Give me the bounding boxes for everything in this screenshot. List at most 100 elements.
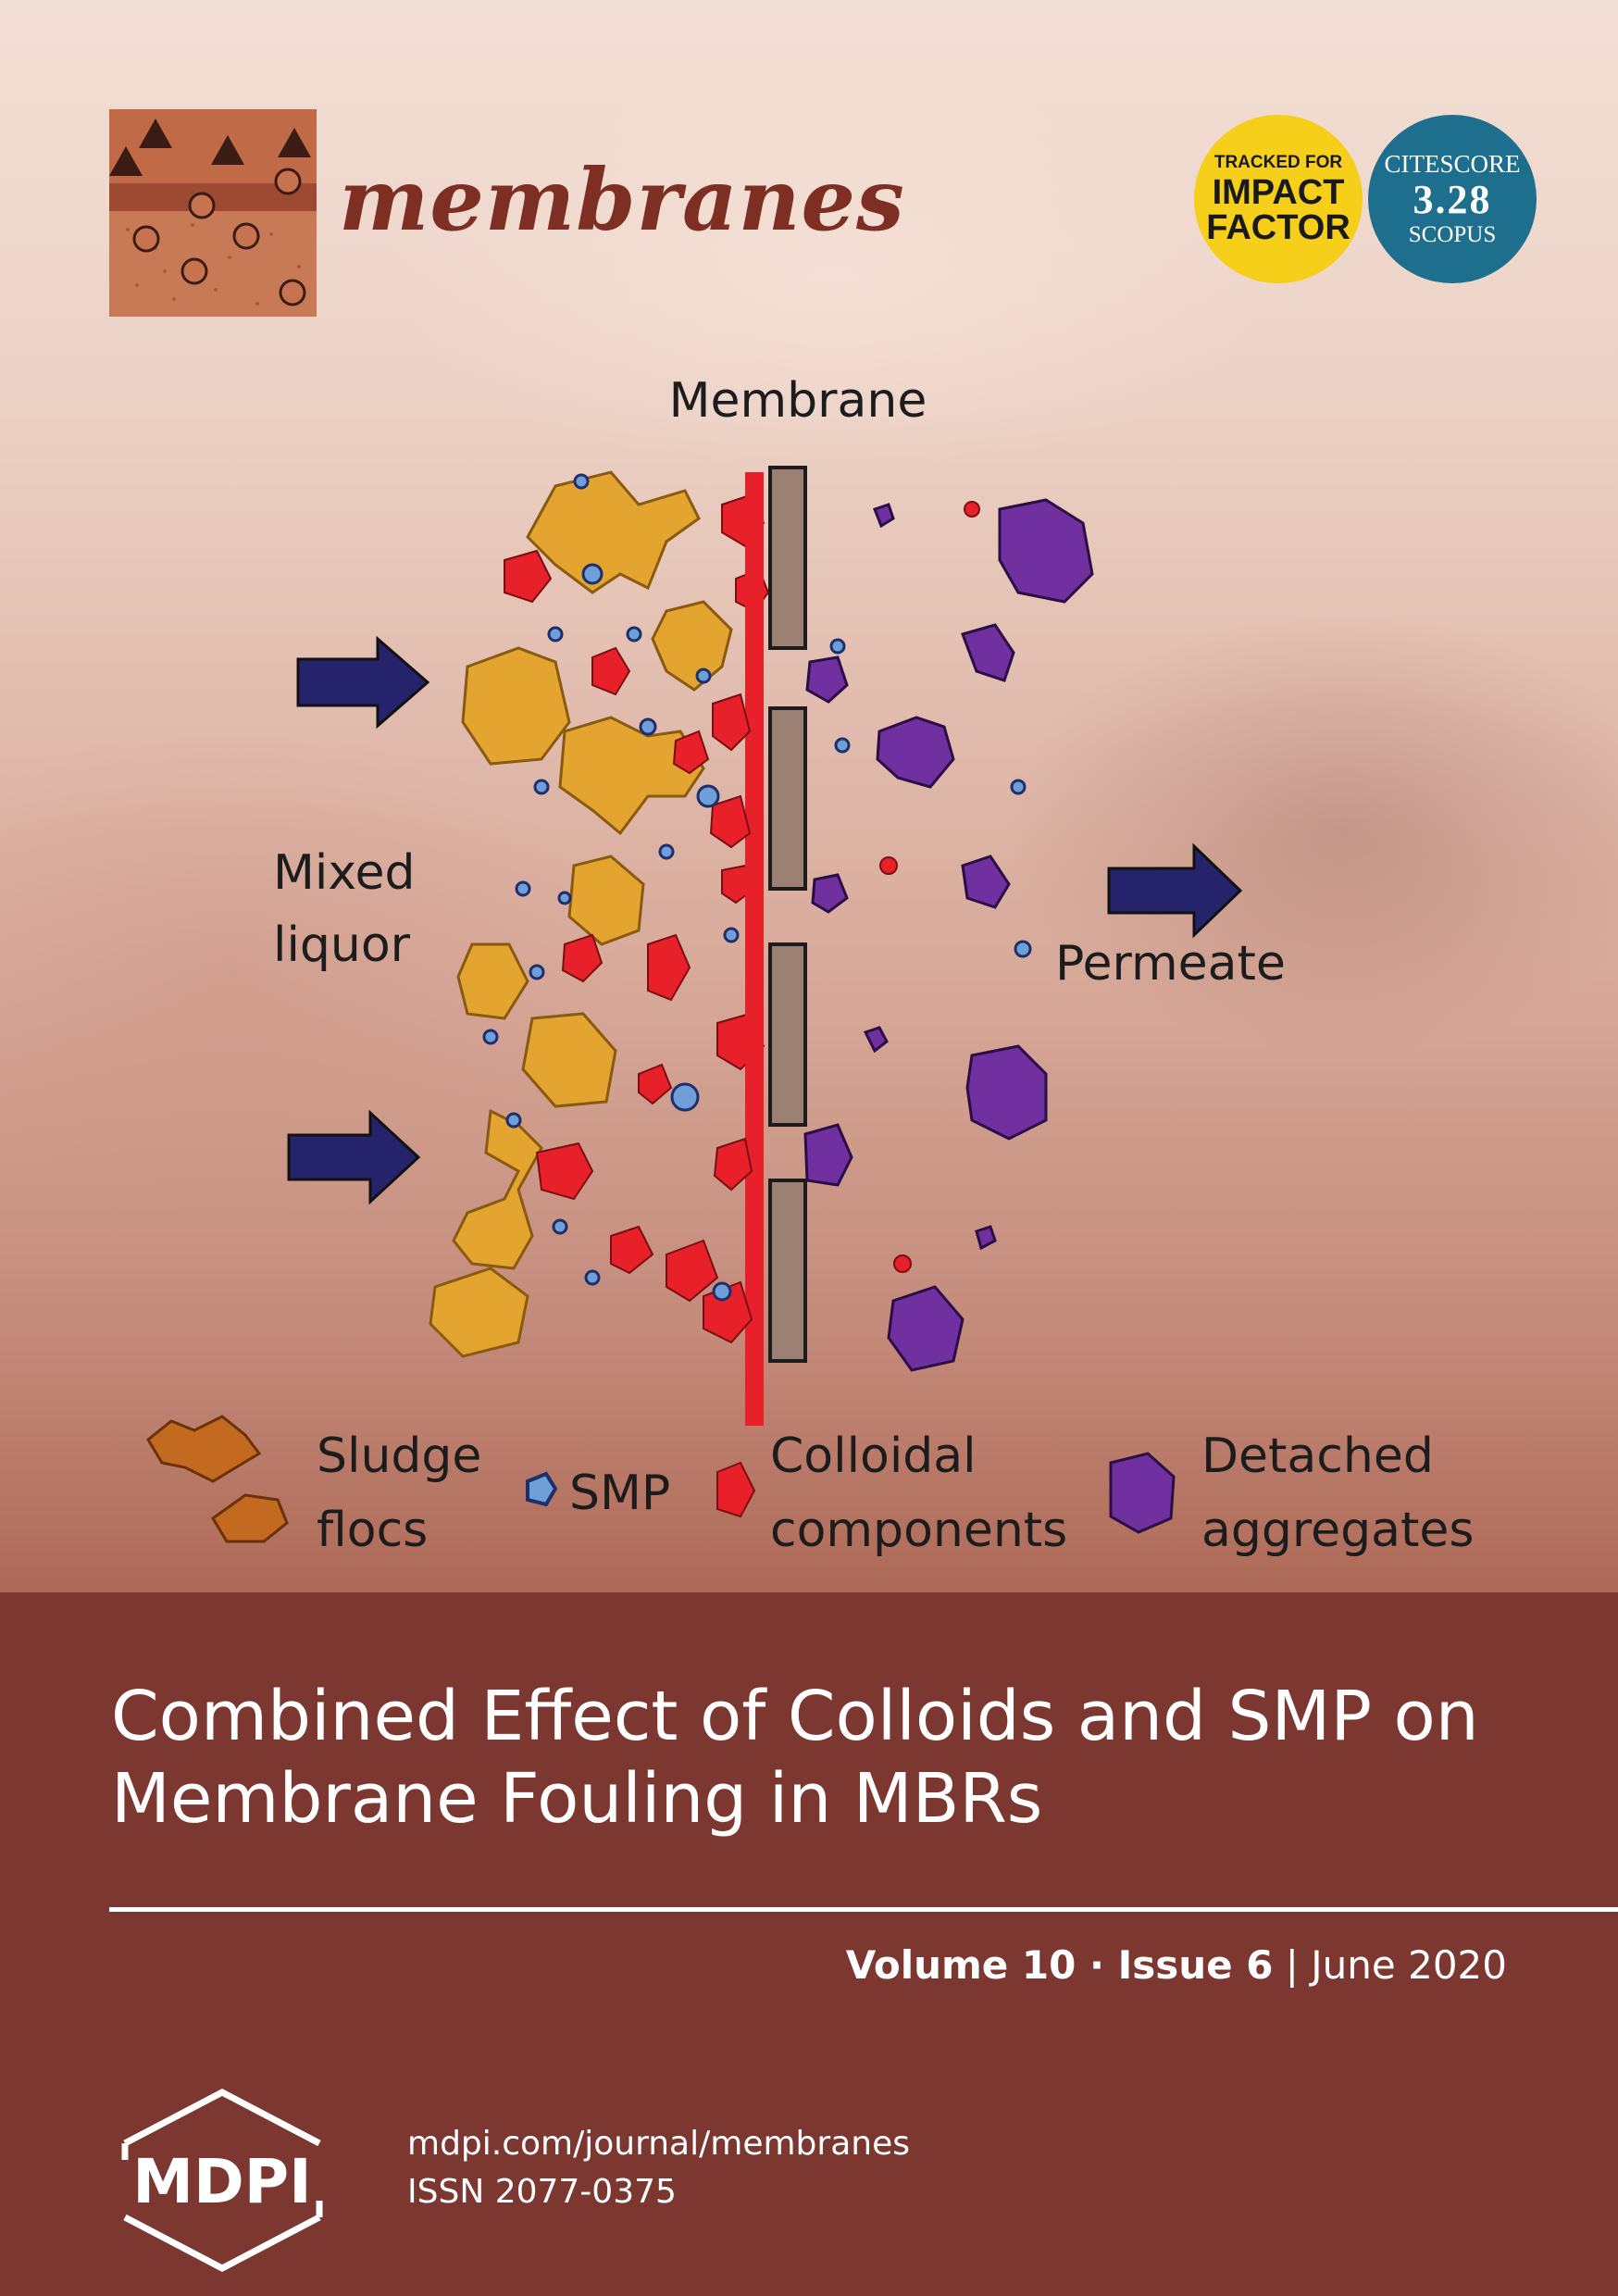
smp-particle bbox=[834, 737, 851, 754]
colloidal-particle bbox=[672, 730, 710, 775]
smp-particle bbox=[723, 927, 740, 943]
permeate-label: Permeate bbox=[1055, 936, 1286, 992]
legend-detached-line1: Detached bbox=[1201, 1429, 1434, 1484]
citescore-value: 3.28 bbox=[1413, 176, 1492, 222]
membrane-segments bbox=[768, 466, 807, 1363]
detached-aggregate bbox=[965, 1044, 1048, 1141]
mdpi-logo-text: MDPI bbox=[132, 2146, 311, 2217]
impact-factor-badge: TRACKED FOR IMPACT FACTOR bbox=[1194, 115, 1363, 283]
issue-separator: · bbox=[1076, 1942, 1118, 1988]
detached-aggregates bbox=[803, 498, 1094, 1372]
issn: ISSN 2077-0375 bbox=[407, 2173, 677, 2212]
smp-particle bbox=[533, 779, 550, 795]
smp-particle bbox=[547, 626, 564, 643]
colloidal-particle bbox=[504, 549, 553, 604]
journal-logo-icon bbox=[109, 109, 317, 317]
smp-particle bbox=[573, 473, 590, 490]
smp-particle bbox=[712, 1281, 732, 1302]
inflow-arrow-bottom-icon bbox=[287, 1109, 421, 1205]
legend-smp-icon bbox=[526, 1471, 558, 1507]
colloidal-particle bbox=[591, 646, 631, 696]
impact-small-label: TRACKED FOR bbox=[1214, 152, 1343, 172]
citescore-badge: CITESCORE 3.28 SCOPUS bbox=[1368, 115, 1537, 283]
impact-line1: IMPACT bbox=[1212, 172, 1345, 212]
sludge-floc bbox=[429, 1267, 529, 1358]
smp-particle bbox=[1014, 940, 1032, 958]
sludge-floc bbox=[526, 470, 701, 594]
legend-detached-icon bbox=[1109, 1452, 1176, 1534]
sludge-floc bbox=[558, 716, 705, 836]
legend-sludge-line1: Sludge bbox=[317, 1429, 481, 1484]
citescore-source: SCOPUS bbox=[1408, 222, 1497, 248]
detached-aggregate bbox=[876, 716, 955, 789]
legend-colloidal-line1: Colloidal bbox=[770, 1429, 977, 1484]
detached-aggregate bbox=[873, 503, 895, 529]
colloidal-cake-layer bbox=[745, 472, 764, 1426]
sludge-flocs bbox=[429, 470, 733, 1358]
detached-aggregate bbox=[811, 873, 849, 914]
colloidal-particle bbox=[647, 933, 691, 1002]
legend-colloidal-icon bbox=[716, 1461, 756, 1518]
membrane-fouling-figure: Membrane Mixed liquor Permeate bbox=[146, 373, 1474, 1558]
smp-particle bbox=[552, 1218, 568, 1235]
legend-colloidal-line2: components bbox=[770, 1503, 1067, 1558]
volume-label: Volume 10 bbox=[845, 1942, 1077, 1988]
smp-particle bbox=[626, 626, 642, 643]
smp-particle bbox=[658, 843, 675, 860]
article-title-line1: Combined Effect of Colloids and SMP on bbox=[111, 1677, 1479, 1756]
mixed-liquor-label-line1: Mixed bbox=[273, 845, 416, 901]
colloidal-particle bbox=[713, 1137, 753, 1192]
detached-aggregate bbox=[887, 1285, 965, 1372]
colloidal-particle bbox=[666, 1239, 719, 1303]
detached-aggregate bbox=[961, 623, 1015, 682]
lower-band bbox=[0, 1592, 1618, 2296]
article-title-line2: Membrane Fouling in MBRs bbox=[111, 1758, 1043, 1839]
detached-aggregate bbox=[863, 1026, 889, 1054]
sludge-floc bbox=[651, 600, 733, 692]
legend-sludge-icon bbox=[146, 1415, 262, 1483]
mdpi-logo-icon: MDPI bbox=[121, 2089, 323, 2272]
issue-date: June 2020 bbox=[1311, 1942, 1507, 1988]
smp-particle bbox=[1010, 779, 1027, 795]
detached-aggregate bbox=[805, 655, 849, 704]
colloidal-particle bbox=[879, 856, 898, 875]
smp-particle bbox=[829, 638, 846, 655]
sludge-floc bbox=[521, 1012, 617, 1108]
detached-aggregate bbox=[975, 1225, 997, 1251]
smp-particle bbox=[695, 668, 712, 684]
impact-line2: FACTOR bbox=[1206, 207, 1350, 247]
smp-particle bbox=[581, 563, 604, 585]
permeate-arrow-icon bbox=[1107, 842, 1243, 939]
membrane-label: Membrane bbox=[669, 373, 927, 429]
membrane-segment bbox=[768, 706, 807, 891]
colloidal-particle bbox=[709, 794, 752, 849]
mixed-liquor-label-line2: liquor bbox=[273, 917, 411, 973]
inflow-arrow-top-icon bbox=[296, 635, 430, 730]
membrane-segment bbox=[768, 942, 807, 1127]
smp-particle bbox=[515, 880, 531, 897]
publisher-info: mdpi.com/journal/membranes ISSN 2077-037… bbox=[407, 2120, 910, 2216]
smp-particle bbox=[670, 1082, 700, 1112]
colloidal-particle bbox=[610, 1225, 654, 1275]
legend-smp: SMP bbox=[569, 1466, 670, 1521]
colloidal-particle bbox=[893, 1254, 912, 1273]
journal-url: mdpi.com/journal/membranes bbox=[407, 2125, 910, 2163]
figure-legend: Sludge flocs SMP Colloidal components De… bbox=[146, 1415, 1474, 1558]
smp-particles bbox=[482, 473, 1032, 1302]
sludge-floc bbox=[456, 942, 529, 1020]
sludge-floc bbox=[461, 646, 571, 766]
legend-sludge-icon bbox=[211, 1493, 289, 1543]
detached-aggregate bbox=[803, 1123, 853, 1187]
smp-particle bbox=[505, 1112, 522, 1129]
issue-info: Volume 10 · Issue 6 | June 2020 bbox=[846, 1942, 1507, 1988]
colloidal-particle bbox=[535, 1142, 594, 1201]
smp-particle bbox=[696, 784, 720, 808]
membrane-segment bbox=[768, 1179, 807, 1363]
smp-particle bbox=[584, 1269, 601, 1286]
smp-particle bbox=[557, 891, 572, 905]
colloidal-particle bbox=[638, 1063, 673, 1105]
sludge-floc bbox=[567, 855, 645, 946]
legend-detached-line2: aggregates bbox=[1201, 1503, 1474, 1558]
detached-aggregate bbox=[961, 855, 1011, 909]
colloidal-particle bbox=[561, 933, 604, 983]
